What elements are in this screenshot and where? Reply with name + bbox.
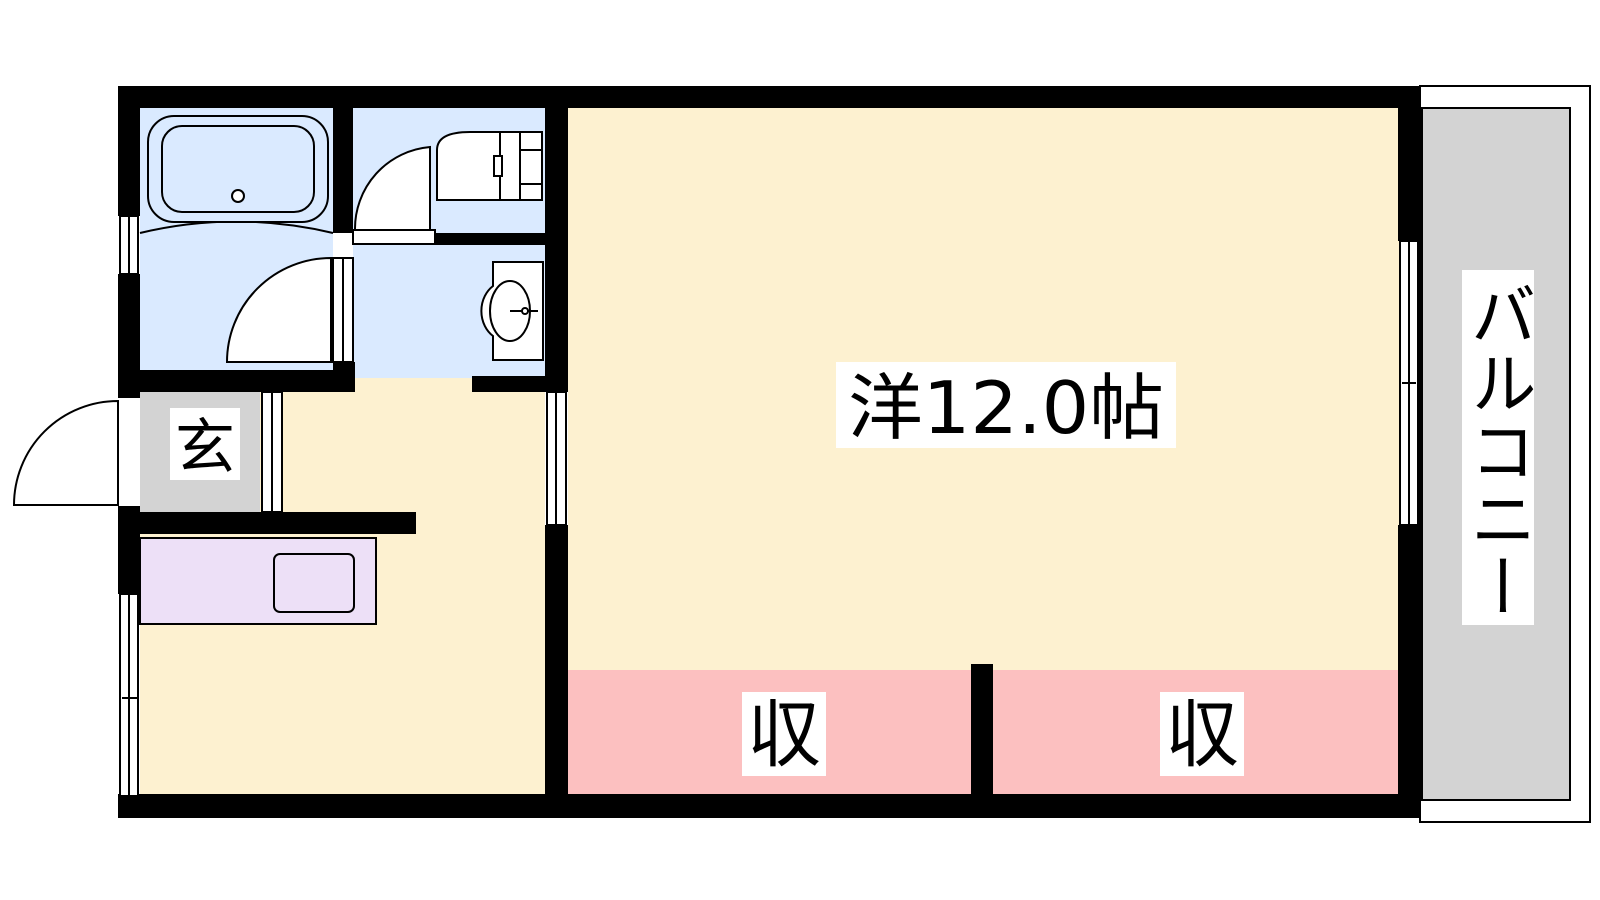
balcony-label-bg	[1462, 270, 1534, 625]
wall-entry-divider	[140, 512, 416, 534]
wall-toilet-wash	[435, 233, 545, 245]
fixtures	[139, 115, 544, 361]
toilet-door	[353, 145, 431, 231]
wall-top	[118, 86, 1420, 108]
room-fills	[139, 85, 1591, 823]
windows	[119, 215, 1419, 797]
toilet-icon	[436, 131, 543, 201]
wall-right-bottom	[1398, 525, 1420, 818]
bathroom-door	[225, 256, 332, 363]
wall-closet-divider	[971, 664, 993, 818]
entrance-label-bg	[170, 408, 240, 480]
wall-bath-bottom	[140, 370, 355, 392]
wash-basin-icon	[480, 261, 544, 361]
wall-right-top	[1398, 86, 1420, 241]
wall-left-entry	[118, 506, 140, 594]
wall-left-top	[118, 86, 140, 216]
wall-left-mid	[118, 274, 140, 398]
wall-wash-bottom	[472, 376, 545, 392]
closet-left-label: 収	[747, 692, 821, 778]
sink-icon	[273, 553, 355, 613]
wall-left-bottom	[118, 796, 140, 818]
closet-right-label-bg	[1160, 692, 1244, 776]
door-frame-toilet	[352, 229, 436, 245]
entrance-label: 玄	[175, 413, 235, 483]
wall-center-bottom	[545, 525, 568, 818]
wall-bath-toilet	[333, 108, 353, 233]
labels: 洋12.0帖 収 収 玄 バルコニー	[170, 270, 1537, 778]
walls	[118, 86, 1420, 818]
wall-bottom	[118, 794, 1420, 818]
kitchen-counter	[139, 537, 377, 625]
balcony-label: バルコニー	[1460, 280, 1537, 620]
doors	[12, 145, 431, 506]
closet-right-label: 収	[1165, 692, 1239, 778]
wall-center-top	[545, 86, 568, 392]
western-room-label: 洋12.0帖	[848, 366, 1164, 450]
closet-left-label-bg	[742, 692, 826, 776]
western-room-label-bg	[836, 362, 1176, 448]
entrance-door	[12, 399, 119, 506]
